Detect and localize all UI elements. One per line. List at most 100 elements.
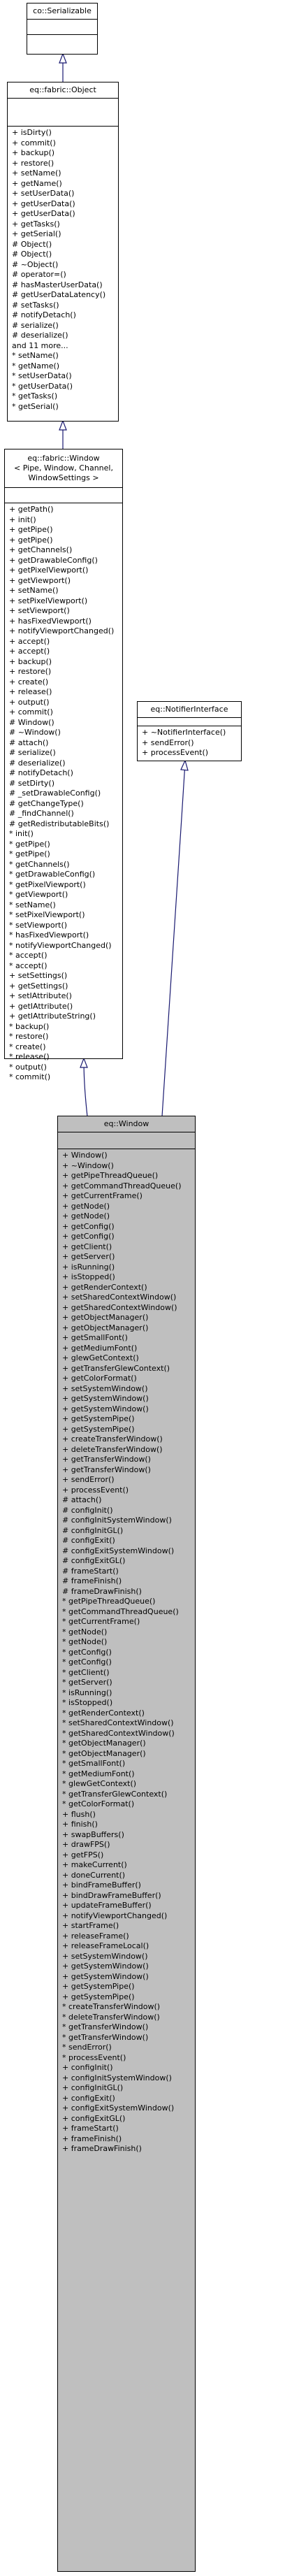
member-item[interactable]: # operator=() bbox=[12, 270, 66, 279]
class-notifier-interface[interactable]: eq::NotifierInterface + ~NotifierInterfa… bbox=[137, 701, 242, 761]
member-item[interactable]: + getConfig() bbox=[62, 1232, 115, 1241]
member-item[interactable]: * getSerial() bbox=[12, 401, 59, 411]
member-item[interactable]: + makeCurrent() bbox=[62, 1860, 127, 1869]
member-item[interactable]: # configInit() bbox=[62, 1505, 113, 1515]
member-item[interactable]: + getSystemWindow() bbox=[62, 1971, 149, 1981]
member-item[interactable]: + getColorFormat() bbox=[62, 1374, 137, 1383]
member-item[interactable]: + getSmallFont() bbox=[62, 1333, 128, 1342]
member-item[interactable]: + getSettings() bbox=[9, 981, 68, 991]
member-item[interactable]: * output() bbox=[9, 1062, 47, 1072]
member-item[interactable]: + isRunning() bbox=[62, 1262, 115, 1272]
member-item[interactable]: # notifyDetach() bbox=[9, 768, 73, 777]
member-item[interactable]: + setPixelViewport() bbox=[9, 596, 88, 605]
member-item[interactable]: # configExitGL() bbox=[62, 1556, 126, 1565]
member-item[interactable]: + setSettings() bbox=[9, 971, 68, 980]
member-item[interactable]: and 11 more... bbox=[12, 340, 68, 350]
member-item[interactable]: * getTransferWindow() bbox=[62, 2032, 149, 2042]
member-item[interactable]: * getTasks() bbox=[12, 391, 58, 401]
member-item[interactable]: + getObjectManager() bbox=[62, 1323, 149, 1332]
member-item[interactable]: + setViewport() bbox=[9, 606, 70, 615]
member-item[interactable]: # configExit() bbox=[62, 1536, 115, 1545]
member-item[interactable]: * restore() bbox=[9, 1032, 49, 1041]
member-item[interactable]: + init() bbox=[9, 515, 36, 524]
member-item[interactable]: # configInitGL() bbox=[62, 1525, 124, 1535]
member-item[interactable]: + getCommandThreadQueue() bbox=[62, 1181, 182, 1190]
member-item[interactable]: # ~Window() bbox=[9, 728, 61, 737]
member-item[interactable]: # serialize() bbox=[12, 320, 59, 330]
member-item[interactable]: + hasFixedViewport() bbox=[9, 616, 92, 626]
member-item[interactable]: + releaseFrameLocal() bbox=[62, 1941, 149, 1950]
member-item[interactable]: # frameStart() bbox=[62, 1566, 119, 1576]
member-item[interactable]: * getSharedContextWindow() bbox=[62, 1728, 175, 1738]
member-item[interactable]: * create() bbox=[9, 1042, 46, 1051]
member-item[interactable]: * glewGetContext() bbox=[62, 1779, 137, 1788]
member-item[interactable]: * getPipeThreadQueue() bbox=[62, 1597, 156, 1606]
member-item[interactable]: + getMediumFont() bbox=[62, 1343, 138, 1353]
member-item[interactable]: * getColorFormat() bbox=[62, 1799, 135, 1808]
member-item[interactable]: + finish() bbox=[62, 1820, 98, 1829]
member-item[interactable]: # getUserDataLatency() bbox=[12, 290, 106, 299]
member-item[interactable]: + getName() bbox=[12, 178, 62, 188]
member-item[interactable]: + commit() bbox=[9, 707, 53, 717]
member-item[interactable]: + setName() bbox=[12, 168, 61, 178]
member-item[interactable]: + backup() bbox=[9, 656, 52, 666]
member-item[interactable]: + getCurrentFrame() bbox=[62, 1191, 142, 1200]
member-item[interactable]: + configInitSystemWindow() bbox=[62, 2073, 172, 2082]
member-item[interactable]: + setName() bbox=[9, 586, 59, 595]
member-item[interactable]: + swapBuffers() bbox=[62, 1829, 124, 1839]
member-item[interactable]: * getTransferWindow() bbox=[62, 2022, 149, 2031]
member-item[interactable]: + setSharedContextWindow() bbox=[62, 1293, 177, 1302]
member-item[interactable]: + setSystemWindow() bbox=[62, 1383, 148, 1393]
member-item[interactable]: + getUserData() bbox=[12, 209, 75, 218]
member-item[interactable]: * deleteTransferWindow() bbox=[62, 2012, 160, 2022]
member-item[interactable]: + getIAttribute() bbox=[9, 1001, 73, 1011]
member-item[interactable]: + create() bbox=[9, 677, 49, 686]
member-item[interactable]: * getCommandThreadQueue() bbox=[62, 1606, 179, 1616]
member-item[interactable]: * getClient() bbox=[62, 1667, 110, 1677]
member-item[interactable]: * getName() bbox=[12, 361, 60, 370]
member-item[interactable]: # serialize() bbox=[9, 748, 56, 757]
member-item[interactable]: + getUserData() bbox=[12, 199, 75, 208]
member-item[interactable]: + sendError() bbox=[62, 1475, 115, 1484]
member-item[interactable]: + drawFPS() bbox=[62, 1840, 110, 1849]
member-item[interactable]: * getChannels() bbox=[9, 859, 70, 869]
member-item[interactable]: + startFrame() bbox=[62, 1921, 119, 1930]
member-item[interactable]: + doneCurrent() bbox=[62, 1870, 126, 1880]
member-item[interactable]: + configInit() bbox=[62, 2063, 113, 2072]
member-item[interactable]: * getMediumFont() bbox=[62, 1769, 135, 1778]
member-item[interactable]: * getCurrentFrame() bbox=[62, 1617, 140, 1626]
member-item[interactable]: * getConfig() bbox=[62, 1657, 112, 1667]
member-item[interactable]: * commit() bbox=[9, 1072, 51, 1081]
member-item[interactable]: + commit() bbox=[12, 138, 56, 147]
member-item[interactable]: + getDrawableConfig() bbox=[9, 555, 98, 565]
class-window[interactable]: eq::Window + Window()+ ~Window()+ getPip… bbox=[57, 1116, 196, 2572]
member-item[interactable]: + getSystemPipe() bbox=[62, 1414, 135, 1423]
member-item[interactable]: + getSystemWindow() bbox=[62, 1404, 149, 1413]
member-item[interactable]: * accept() bbox=[9, 951, 48, 960]
member-item[interactable]: + configExit() bbox=[62, 2093, 115, 2103]
member-item[interactable]: * processEvent() bbox=[62, 2052, 126, 2062]
member-item[interactable]: + getSystemWindow() bbox=[62, 1394, 149, 1403]
member-item[interactable]: * getServer() bbox=[62, 1678, 112, 1687]
member-item[interactable]: + getSerial() bbox=[12, 229, 61, 238]
member-item[interactable]: + getConfig() bbox=[62, 1221, 115, 1231]
member-item[interactable]: # getRedistributableBits() bbox=[9, 819, 110, 828]
member-item[interactable]: + getSharedContextWindow() bbox=[62, 1302, 177, 1312]
member-item[interactable]: * getPipe() bbox=[9, 839, 50, 849]
member-item[interactable]: # attach() bbox=[9, 737, 49, 747]
member-item[interactable]: * getPipe() bbox=[9, 849, 50, 858]
member-item[interactable]: # Object() bbox=[12, 239, 52, 249]
member-item[interactable]: + ~Window() bbox=[62, 1160, 114, 1170]
member-item[interactable]: + getChannels() bbox=[9, 545, 73, 554]
member-item[interactable]: * release() bbox=[9, 1052, 50, 1061]
member-item[interactable]: * notifyViewportChanged() bbox=[9, 940, 112, 950]
member-item[interactable]: + restore() bbox=[9, 667, 52, 676]
member-item[interactable]: # configInitSystemWindow() bbox=[62, 1516, 172, 1525]
member-item[interactable]: * getUserData() bbox=[12, 381, 73, 391]
member-item[interactable]: * getObjectManager() bbox=[62, 1739, 146, 1748]
member-item[interactable]: * setName() bbox=[12, 351, 59, 360]
member-item[interactable]: + setIAttribute() bbox=[9, 991, 72, 1000]
member-item[interactable]: + getPath() bbox=[9, 505, 54, 514]
member-item[interactable]: + processEvent() bbox=[62, 1485, 129, 1495]
member-item[interactable]: + accept() bbox=[9, 636, 50, 646]
